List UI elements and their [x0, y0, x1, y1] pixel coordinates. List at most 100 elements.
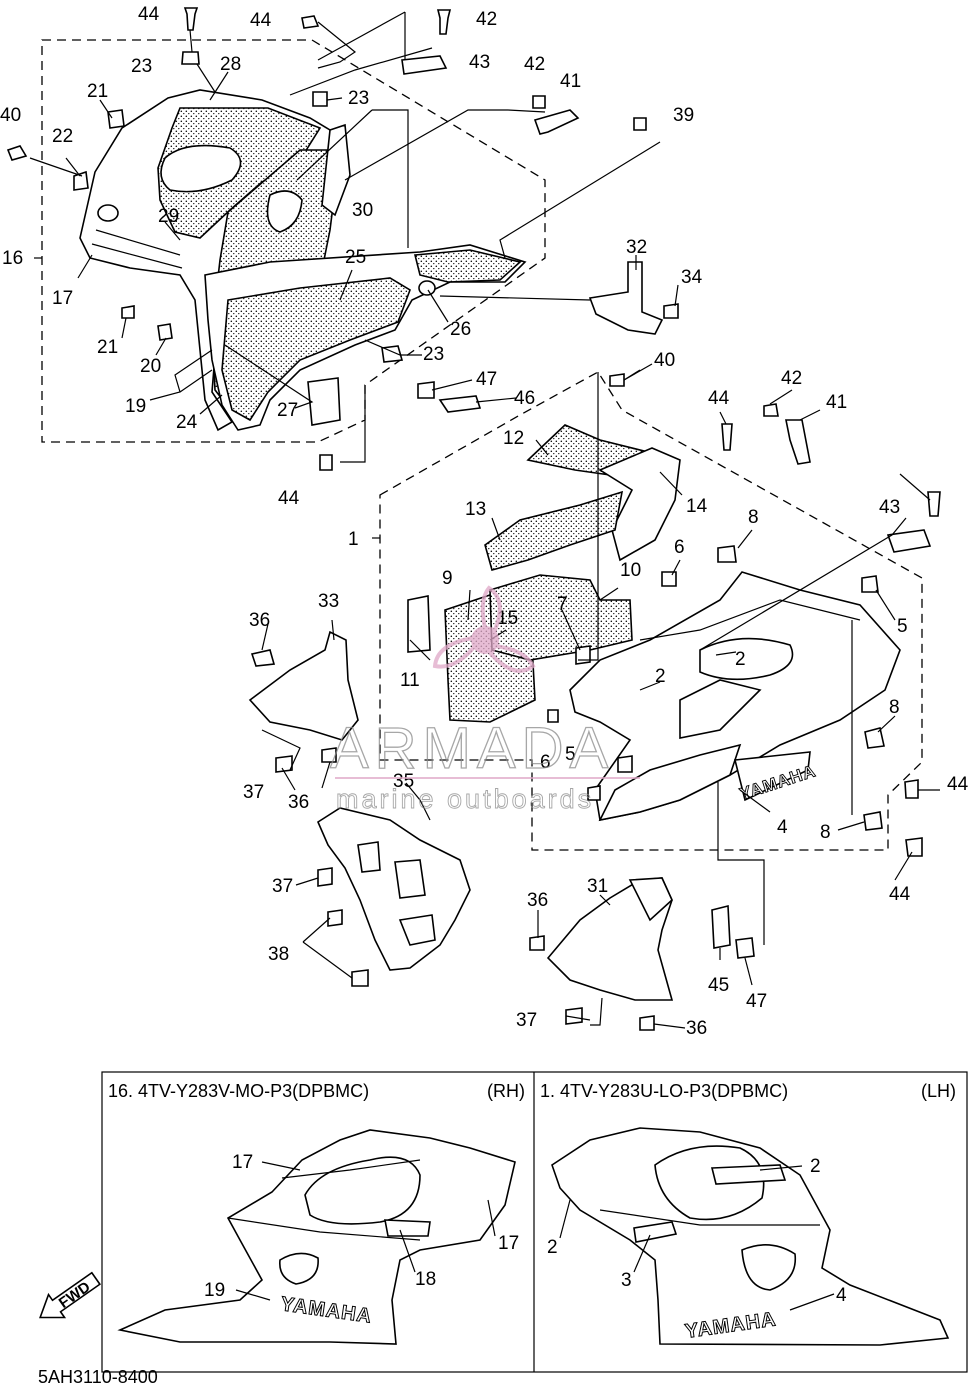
side-cover-35	[316, 807, 471, 971]
leaders-group-1	[261, 369, 940, 1029]
leaders-group-16	[29, 11, 679, 463]
callout-label: 8	[748, 507, 759, 528]
watermark-tagline: marine outboards	[336, 784, 594, 814]
callout-label: 32	[626, 237, 647, 258]
callout-label: 15	[497, 608, 518, 629]
callout-label: 47	[476, 369, 497, 390]
inset-callout: 2	[547, 1237, 558, 1258]
callout-label: 44	[278, 488, 300, 509]
callout-label: 41	[826, 392, 847, 413]
inset-callout: 17	[498, 1233, 519, 1254]
callout-label: 37	[272, 876, 293, 897]
callout-label: 7	[557, 594, 568, 615]
callout-label: 6	[540, 752, 551, 773]
callout-label: 40	[654, 350, 675, 371]
callout-label: 35	[393, 771, 414, 792]
callout-label: 43	[469, 52, 490, 73]
inset-lh-title: 1. 4TV-Y283U-LO-P3(DPBMC)	[540, 1081, 788, 1101]
callout-label: 33	[318, 591, 339, 612]
callout-label: 5	[897, 616, 908, 637]
inset-callout: 19	[204, 1280, 225, 1301]
callout-label: 42	[781, 368, 802, 389]
small-parts-group-1	[250, 649, 755, 1031]
callout-label: 29	[158, 206, 179, 227]
inset-rh-fairing: YAMAHA	[117, 1129, 516, 1345]
callout-labels: 1 2 2 4 5 5 6 6 7 8 8 8 9 10 11 12 13 14…	[0, 4, 969, 1039]
callout-label: 26	[450, 319, 471, 340]
callout-label: 21	[97, 337, 118, 358]
callout-label: 41	[560, 71, 581, 92]
callout-label: 47	[746, 991, 767, 1012]
callout-label: 10	[620, 560, 641, 581]
callout-label: 13	[465, 499, 486, 520]
lower-fairing-lh	[547, 403, 941, 857]
callout-label: 23	[348, 88, 369, 109]
callout-label: 36	[288, 792, 309, 813]
callout-label: 16	[2, 248, 23, 269]
inset-callout: 18	[415, 1269, 436, 1290]
callout-label: 39	[673, 105, 694, 126]
callout-label: 23	[131, 56, 152, 77]
callout-label: 43	[879, 497, 900, 518]
inset-callout: 17	[232, 1152, 253, 1173]
watermark-brand: ARMADA	[330, 716, 614, 781]
callout-label: 45	[708, 975, 729, 996]
callout-label: 11	[400, 670, 420, 691]
callout-label: 44	[138, 4, 160, 25]
side-cover-33	[248, 630, 359, 741]
inset-rh-side: (RH)	[487, 1081, 525, 1101]
callout-label: 36	[527, 890, 548, 911]
callout-label: 30	[352, 200, 373, 221]
callout-label: 17	[52, 288, 73, 309]
callout-label: 24	[176, 412, 198, 433]
callout-label: 34	[681, 267, 703, 288]
callout-label: 8	[820, 822, 831, 843]
inset-lh-fairing: YAMAHA	[551, 1127, 950, 1346]
callout-label: 20	[140, 356, 161, 377]
callout-label: 12	[503, 428, 524, 449]
callout-label: 1	[348, 529, 359, 550]
callout-label: 44	[889, 884, 911, 905]
inset-leaders	[235, 1161, 835, 1311]
callout-label: 44	[250, 10, 272, 31]
inner-panel-12-14	[484, 424, 681, 571]
callout-label: 5	[565, 744, 576, 765]
callout-label: 40	[0, 105, 21, 126]
callout-label: 6	[674, 537, 685, 558]
callout-label: 14	[686, 496, 708, 517]
callout-label: 42	[476, 9, 497, 30]
callout-label: 9	[442, 568, 453, 589]
group-1-boundary	[379, 371, 923, 851]
side-cover-31	[546, 877, 674, 1001]
inset-callout: 4	[836, 1285, 847, 1306]
diagram-code: 5AH3110-8400	[38, 1367, 158, 1386]
callout-label: 25	[345, 247, 366, 268]
inset-callout: 3	[621, 1270, 632, 1291]
callout-label: 46	[514, 388, 535, 409]
callout-label: 23	[423, 344, 444, 365]
callout-label: 8	[889, 697, 900, 718]
callout-label: 21	[87, 81, 108, 102]
callout-label: 38	[268, 944, 289, 965]
callout-label: 4	[777, 817, 788, 838]
inset-lh-side: (LH)	[921, 1081, 956, 1101]
callout-label: 27	[277, 400, 298, 421]
callout-label: 36	[686, 1018, 707, 1039]
callout-label: 22	[52, 126, 73, 147]
callout-label: 42	[524, 54, 545, 75]
fasteners-group-16	[6, 7, 647, 471]
callout-label: 37	[243, 782, 264, 803]
callout-label: 44	[708, 388, 730, 409]
inset-callout: 2	[810, 1156, 821, 1177]
callout-label: 44	[947, 774, 969, 795]
inset-rh-title: 16. 4TV-Y283V-MO-P3(DPBMC)	[108, 1081, 369, 1101]
forward-arrow-icon: FWD	[39, 1271, 101, 1319]
callout-label: 31	[587, 876, 608, 897]
propeller-logo-icon	[432, 585, 536, 673]
callout-label: 2	[655, 666, 666, 687]
callout-label: 19	[125, 396, 146, 417]
bracket-32	[588, 261, 679, 335]
inner-panels-9-10	[407, 574, 633, 723]
color-variant-inset: 16. 4TV-Y283V-MO-P3(DPBMC) (RH) 1. 4TV-Y…	[101, 1071, 968, 1373]
